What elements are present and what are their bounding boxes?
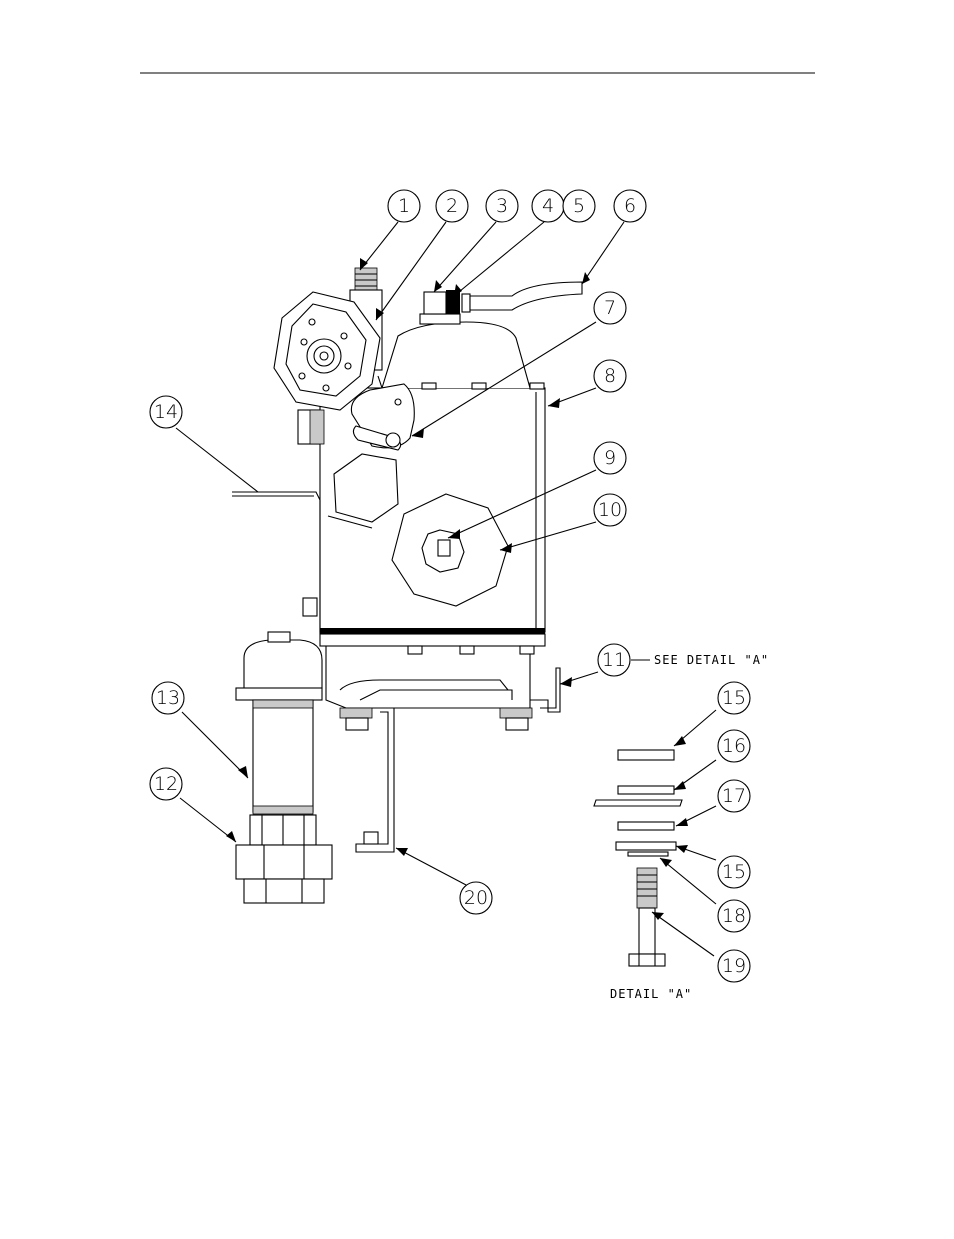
hex-plug	[333, 453, 399, 523]
lever-arm	[350, 375, 415, 451]
drive-octagon	[391, 493, 509, 607]
mounting-bracket	[232, 491, 321, 634]
foot-bracket	[530, 667, 561, 713]
callout-label: 17	[722, 785, 746, 807]
callout-12: 12	[149, 767, 183, 801]
callout-label: 3	[496, 195, 508, 217]
valve-top	[381, 281, 583, 390]
callout-label: 9	[604, 447, 616, 469]
detail-a-label: DETAIL "A"	[610, 987, 692, 1001]
see-detail-note: SEE DETAIL "A"	[654, 653, 769, 667]
callout-4: 4	[531, 189, 565, 223]
callout-15-bottom: 15	[717, 855, 751, 889]
callout-label: 2	[446, 195, 458, 217]
callout-label: 6	[624, 195, 636, 217]
gauge-assembly	[273, 291, 381, 445]
callout-label: 10	[598, 499, 622, 521]
callout-label: 13	[156, 687, 180, 709]
callout-7: 7	[593, 291, 627, 325]
callout-17: 17	[717, 779, 751, 813]
callout-19: 19	[717, 949, 751, 983]
callout-11: 11	[597, 643, 631, 677]
callout-label: 14	[154, 401, 178, 423]
callout-9: 9	[593, 441, 627, 475]
callout-label: 16	[722, 735, 746, 757]
callout-13: 13	[151, 681, 185, 715]
callout-label: 18	[722, 905, 746, 927]
callout-3: 3	[485, 189, 519, 223]
detail-a-parts	[593, 749, 683, 967]
callout-label: 11	[602, 649, 626, 671]
callout-10: 10	[593, 493, 627, 527]
callout-label: 1	[398, 195, 410, 217]
callout-14: 14	[149, 395, 183, 429]
callout-20: 20	[459, 881, 493, 915]
callout-16: 16	[717, 729, 751, 763]
callout-label: 19	[722, 955, 746, 977]
callout-label: 8	[604, 365, 616, 387]
callout-5: 5	[562, 189, 596, 223]
callout-label: 7	[604, 297, 616, 319]
arrowheads	[226, 258, 688, 920]
callout-8: 8	[593, 359, 627, 393]
callout-1: 1	[387, 189, 421, 223]
callout-label: 15	[722, 861, 746, 883]
outlet-pipe-assembly	[235, 631, 333, 904]
callout-label: 4	[542, 195, 554, 217]
support-bracket	[355, 707, 395, 853]
callout-label: 5	[573, 195, 585, 217]
callout-label: 20	[464, 887, 488, 909]
callout-label: 12	[154, 773, 178, 795]
callout-label: 15	[722, 687, 746, 709]
callout-15-top: 15	[717, 681, 751, 715]
callout-2: 2	[435, 189, 469, 223]
callout-6: 6	[613, 189, 647, 223]
callout-18: 18	[717, 899, 751, 933]
